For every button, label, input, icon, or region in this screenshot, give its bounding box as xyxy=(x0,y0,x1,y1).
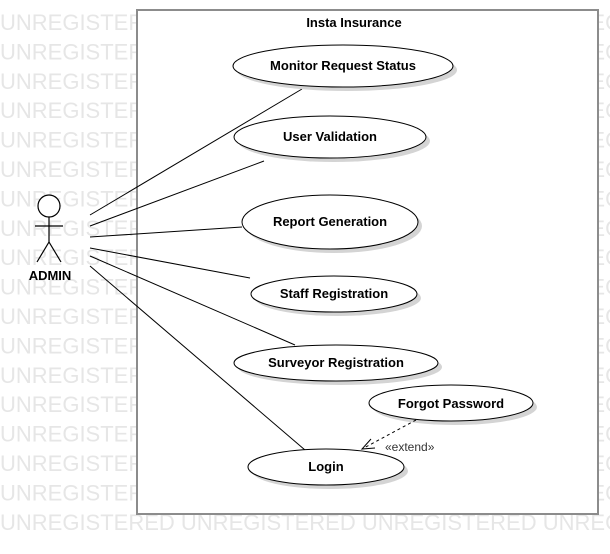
extend-label: «extend» xyxy=(385,440,435,454)
system-boundary xyxy=(136,9,599,515)
use-case-ellipse xyxy=(368,384,534,422)
assoc-staff xyxy=(89,247,251,279)
assoc-report xyxy=(89,226,243,238)
use-case-ellipse xyxy=(232,44,454,88)
actor-left-leg xyxy=(36,241,50,263)
use-case-report[interactable]: Report Generation xyxy=(241,194,422,253)
use-case-ellipse xyxy=(247,448,405,486)
use-case-staff[interactable]: Staff Registration xyxy=(250,275,421,316)
extend-arrowhead xyxy=(360,438,376,450)
use-case-label: Staff Registration xyxy=(280,286,388,301)
use-case-forgot[interactable]: Forgot Password xyxy=(368,384,537,425)
use-case-label: Report Generation xyxy=(273,214,387,229)
use-case-label: Surveyor Registration xyxy=(268,355,404,370)
actor-head xyxy=(37,194,61,218)
use-case-label: Login xyxy=(308,459,343,474)
actor-right-leg xyxy=(48,241,62,263)
actor-label: ADMIN xyxy=(29,268,72,283)
use-case-validation[interactable]: User Validation xyxy=(233,115,430,162)
use-case-monitor[interactable]: Monitor Request Status xyxy=(232,44,457,91)
use-case-ellipse xyxy=(233,115,427,159)
use-case-label: Forgot Password xyxy=(398,396,504,411)
use-case-ellipse xyxy=(233,344,439,382)
actor-admin[interactable]: ADMIN xyxy=(29,194,72,283)
assoc-surveyor xyxy=(89,255,296,346)
assoc-monitor xyxy=(89,88,303,216)
use-case-label: Monitor Request Status xyxy=(270,58,416,73)
assoc-login xyxy=(89,265,306,451)
use-case-label: User Validation xyxy=(283,129,377,144)
associations xyxy=(89,88,306,451)
assoc-validation xyxy=(89,160,265,227)
use-case-login[interactable]: Login xyxy=(247,448,408,489)
system-title: Insta Insurance xyxy=(306,15,401,30)
use-case-ellipse xyxy=(250,275,418,313)
use-case-ellipse xyxy=(241,194,419,250)
extend-line xyxy=(361,419,417,450)
use-case-surveyor[interactable]: Surveyor Registration xyxy=(233,344,442,385)
extend-dependency: «extend» xyxy=(360,419,435,454)
